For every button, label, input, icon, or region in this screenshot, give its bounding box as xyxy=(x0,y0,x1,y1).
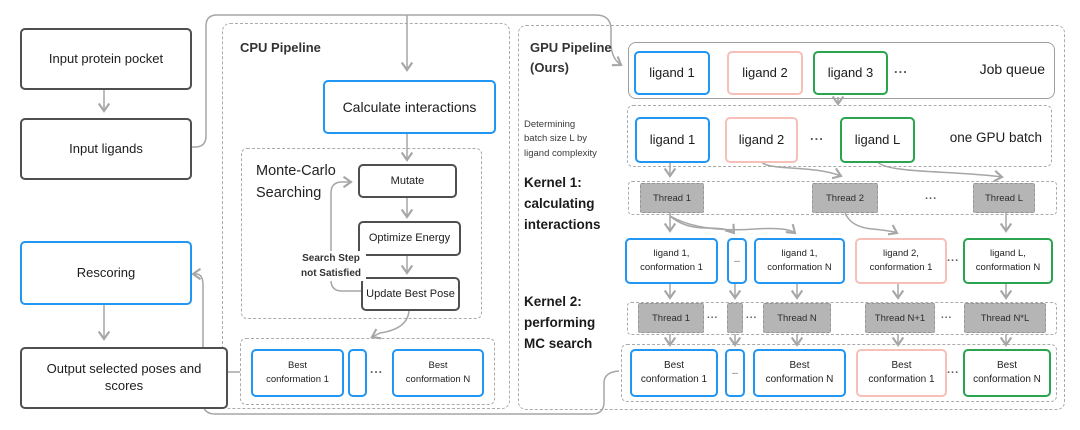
k1-thread-2-box: Thread 2 xyxy=(812,183,878,213)
conf-dots: ... xyxy=(947,252,960,264)
job-queue-label: Job queue xyxy=(979,61,1045,77)
gpu-best-dots: ... xyxy=(947,364,960,376)
k2-thread-nl-box: Thread N*L xyxy=(964,303,1046,333)
conf-ellipsis-box: ... xyxy=(727,238,747,284)
gpu-batch-label: one GPU batch xyxy=(949,130,1042,145)
update-best-pose-label: Update Best Pose xyxy=(366,287,455,300)
batch-size-note: Determining batch size L by ligand compl… xyxy=(524,119,597,159)
kernel2-threads-container xyxy=(627,302,1057,335)
batch-dots: ... xyxy=(810,128,824,143)
job-queue-ligand-3-box: ligand 3 xyxy=(813,51,888,95)
job-queue-dots: ... xyxy=(894,61,908,76)
conf-ligandl-n-box: ligand L,conformation N xyxy=(963,238,1053,284)
cpu-best-dots: ... xyxy=(370,362,384,376)
cpu-pipeline-title: CPU Pipeline xyxy=(240,40,321,55)
input-ligands-label: Input ligands xyxy=(69,140,143,156)
monte-carlo-container xyxy=(241,148,482,319)
k2-thread-1-box: Thread 1 xyxy=(638,303,704,333)
calculate-interactions-label: Calculate interactions xyxy=(342,98,477,115)
rescoring-label: Rescoring xyxy=(76,264,136,280)
rescoring-box: Rescoring xyxy=(20,241,192,305)
k1-thread-l-box: Thread L xyxy=(973,183,1035,213)
gpu-best-conformations-container xyxy=(621,344,1057,402)
gpu-best-ellipsis-box: ... xyxy=(725,349,745,397)
job-queue-ligand-2-box: ligand 2 xyxy=(727,51,803,95)
gpu-pipeline-title: GPU Pipeline (Ours) xyxy=(530,40,612,75)
conf-ligand1-1-box: ligand 1,conformation 1 xyxy=(625,238,718,284)
input-ligands-box: Input ligands xyxy=(20,118,192,180)
search-step-note: Search Step not Satisfied xyxy=(296,251,366,281)
optimize-energy-box: Optimize Energy xyxy=(358,221,461,256)
k2-thread-dots-2: ... xyxy=(746,310,758,321)
batch-ligand-1-box: ligand 1 xyxy=(635,117,710,163)
conf-ligand2-1-box: ligand 2,conformation 1 xyxy=(855,238,947,284)
optimize-energy-label: Optimize Energy xyxy=(368,232,451,245)
batch-ligand-2-box: ligand 2 xyxy=(725,117,798,163)
k2-thread-dots-1: ... xyxy=(707,310,719,321)
batch-ligand-l-box: ligand L xyxy=(840,117,915,163)
gpu-pipeline-container xyxy=(518,25,1065,410)
update-best-pose-box: Update Best Pose xyxy=(361,277,460,311)
k1-thread-1-box: Thread 1 xyxy=(640,183,704,213)
k2-thread-n1-box: Thread N+1 xyxy=(865,303,935,333)
cpu-conformation-ellipsis-box xyxy=(348,349,367,397)
mutate-label: Mutate xyxy=(390,174,425,187)
input-protein-pocket-box: Input protein pocket xyxy=(20,28,192,90)
output-label: Output selected poses and scores xyxy=(46,361,202,393)
calculate-interactions-box: Calculate interactions xyxy=(323,80,496,134)
cpu-best-conformations-container xyxy=(240,338,495,405)
output-box: Output selected poses and scores xyxy=(20,347,228,409)
mutate-box: Mutate xyxy=(358,164,457,198)
kernel2-label: Kernel 2: performing MC search xyxy=(524,294,596,351)
k1-thread-dots: ... xyxy=(925,190,938,202)
input-protein-pocket-label: Input protein pocket xyxy=(48,50,164,66)
conf-ligand1-n-box: ligand 1,conformation N xyxy=(754,238,845,284)
kernel1-label: Kernel 1: calculating interactions xyxy=(524,175,601,232)
k2-thread-n-box: Thread N xyxy=(763,303,831,333)
k2-thread-dots-3: ... xyxy=(941,310,953,321)
cpu-pipeline-container xyxy=(222,23,510,409)
k2-thread-ellipsis-box xyxy=(727,303,743,333)
monte-carlo-title: Monte-Carlo Searching xyxy=(256,163,336,202)
kernel1-threads-container xyxy=(628,181,1057,215)
job-queue-ligand-1-box: ligand 1 xyxy=(634,51,710,95)
